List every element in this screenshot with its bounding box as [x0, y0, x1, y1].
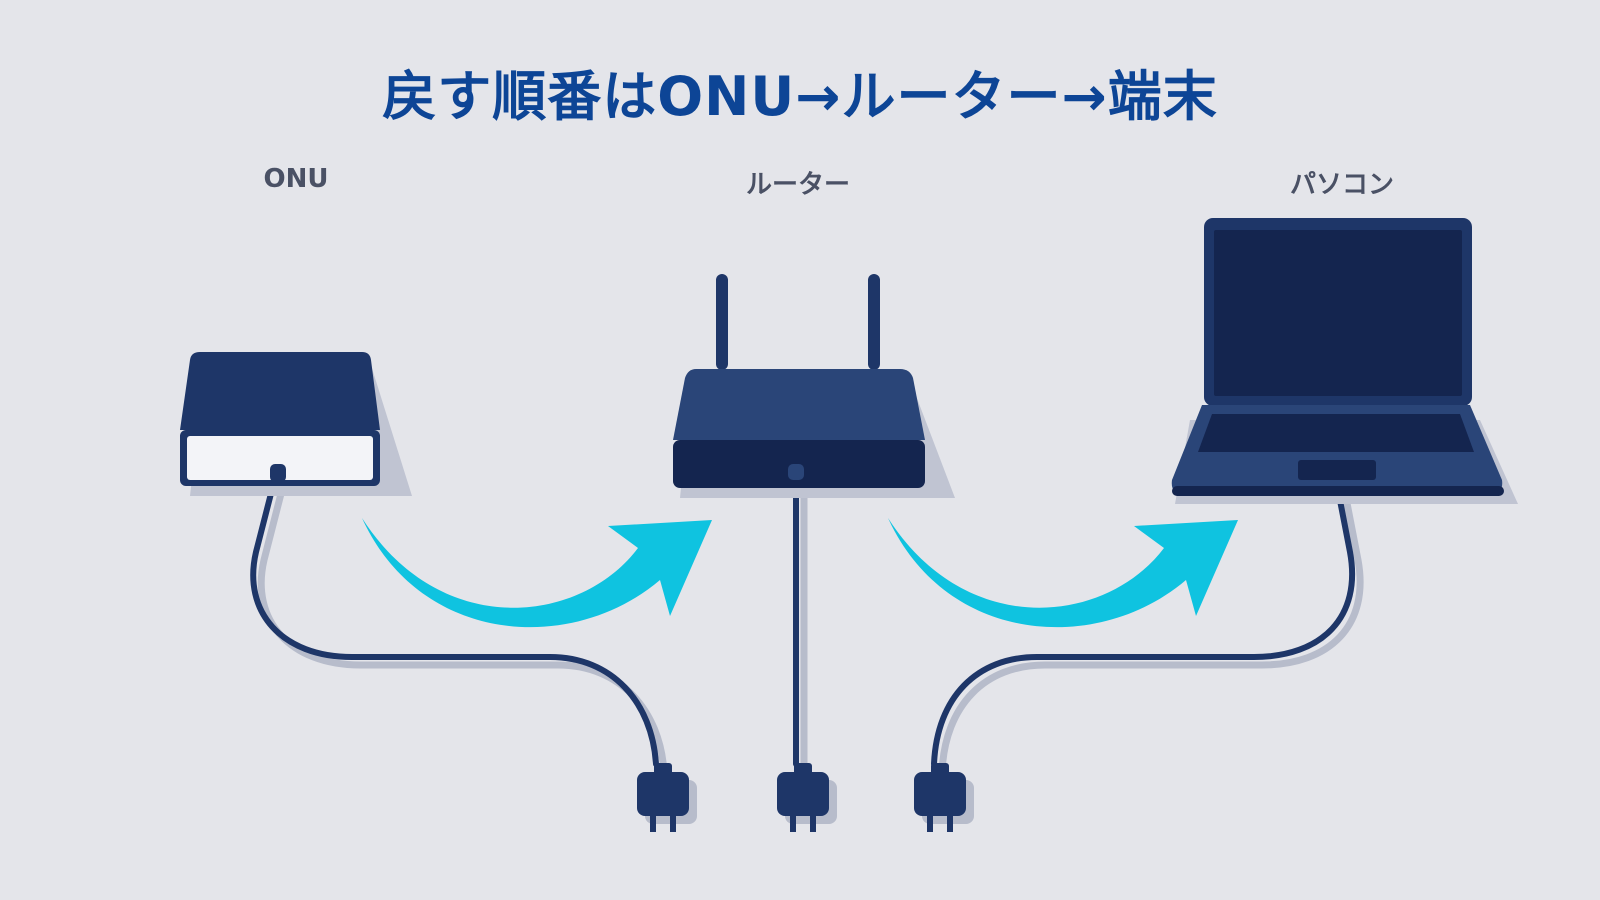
flow-arrow-router-to-pc — [888, 518, 1238, 628]
onu-plug-icon — [637, 763, 697, 832]
router-plug-icon — [777, 763, 837, 832]
onu-cable — [250, 471, 659, 767]
laptop-icon — [1171, 218, 1518, 504]
router-label: ルーター — [745, 170, 850, 200]
flow-arrow-onu-to-router — [362, 518, 712, 628]
pc-plug-icon — [914, 763, 974, 832]
pc-label: パソコン — [1289, 170, 1394, 200]
diagram-title: 戻す順番はONU→ルーター→端末 — [382, 65, 1218, 128]
onu-label: ONU — [263, 164, 329, 194]
pc-cable — [931, 487, 1356, 767]
power-cables — [250, 471, 1356, 767]
onu-box-icon — [180, 352, 412, 496]
router-icon — [673, 274, 955, 498]
